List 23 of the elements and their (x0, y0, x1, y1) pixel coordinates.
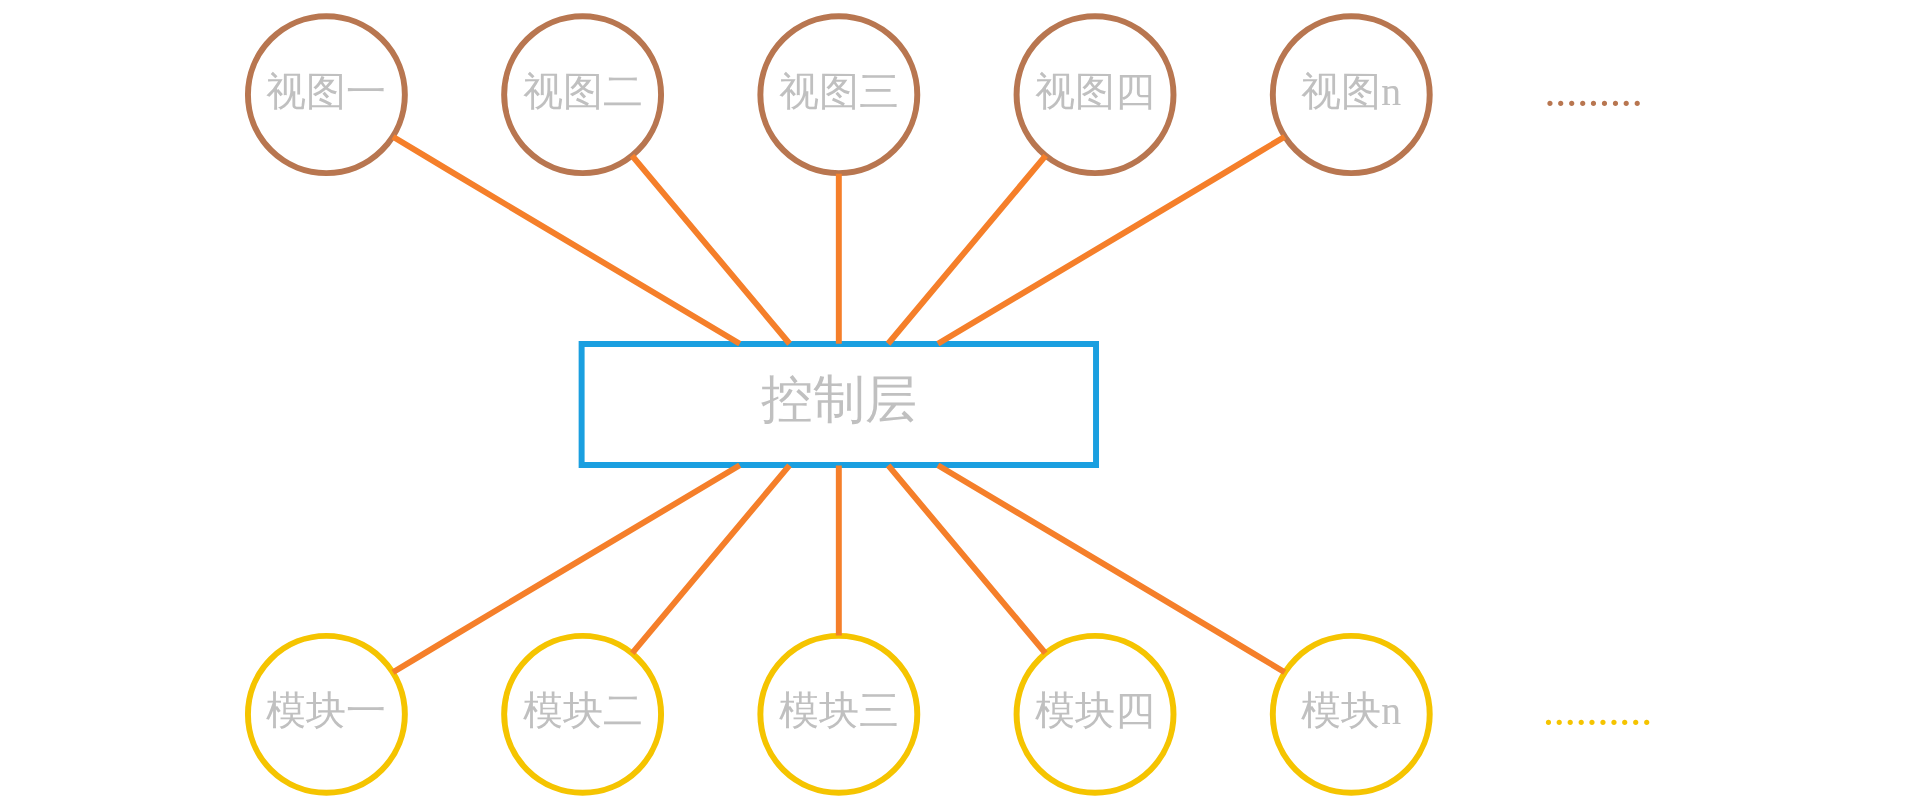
node-circle: 模块一 (244, 632, 408, 796)
node-circle: 视图四 (1013, 13, 1177, 177)
connector (629, 153, 792, 346)
connector (391, 134, 742, 347)
connector (936, 462, 1287, 675)
connector (391, 462, 742, 675)
node-circle: 视图一 (244, 13, 408, 177)
connector (835, 173, 842, 344)
node-circle: 模块二 (501, 632, 665, 796)
label: ......... (1544, 66, 1643, 115)
connector (885, 153, 1048, 346)
node-circle: 模块四 (1013, 632, 1177, 796)
node-circle: 模块n (1269, 632, 1433, 796)
node-circle: 视图三 (757, 13, 921, 177)
connector (885, 463, 1048, 655)
connector (835, 465, 842, 636)
label: .......... (1542, 686, 1653, 735)
connector (630, 463, 792, 655)
node-circle: 视图n (1269, 13, 1433, 177)
connector (936, 134, 1287, 347)
node-box: 控制层 (578, 340, 1099, 469)
node-circle: 视图二 (501, 13, 665, 177)
node-circle: 模块三 (757, 632, 921, 796)
